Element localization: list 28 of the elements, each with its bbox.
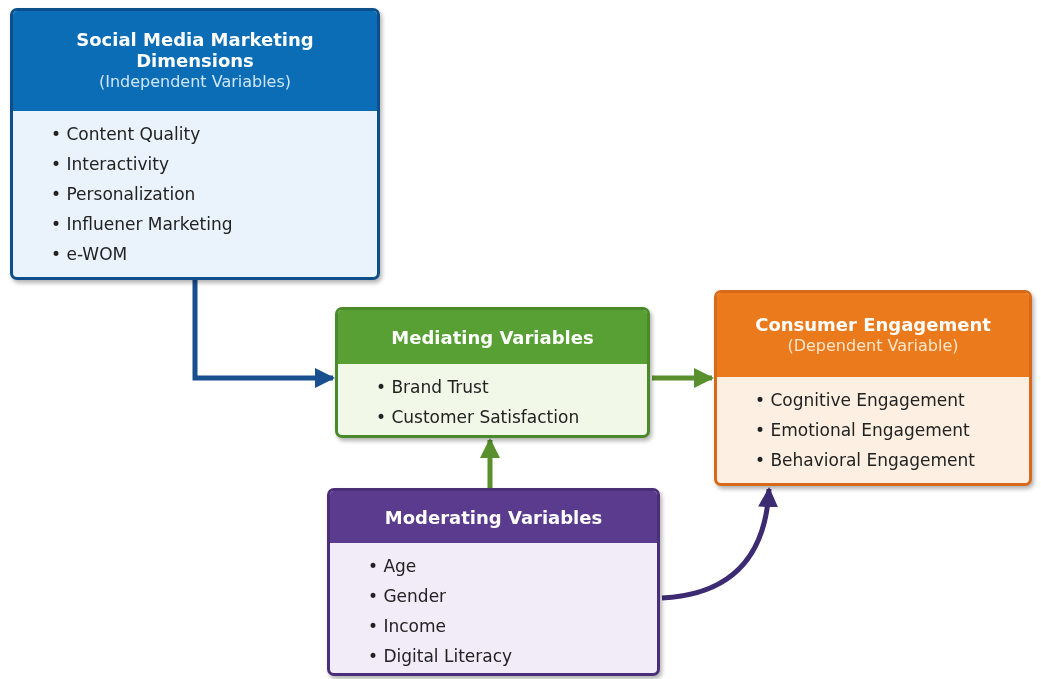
arrow [480, 438, 500, 488]
list-item: • Brand Trust [376, 376, 490, 399]
list-item: • Content Quality [51, 123, 202, 146]
list-item: • Cognitive Engagement [755, 389, 966, 412]
list-item: • Influener Marketing [51, 213, 234, 236]
heading-text: Consumer Engagement [754, 313, 992, 335]
variable-box [714, 290, 1032, 486]
list-item: • Personalization [51, 183, 197, 206]
list-item: • Behavioral Engagement [755, 449, 976, 472]
list-item: • Customer Satisfaction [376, 406, 581, 429]
arrow [661, 487, 778, 601]
heading-text: Mediating Variables [390, 326, 595, 348]
list-item: • Interactivity [51, 153, 170, 176]
variable-box [327, 488, 660, 676]
subheading-text: (Dependent Variable) [786, 335, 960, 357]
list-item: • Income [368, 615, 447, 638]
list-item: • Gender [368, 585, 448, 608]
list-item: • e-WOM [51, 243, 129, 266]
variable-box [335, 307, 650, 438]
arrow [192, 280, 335, 388]
subheading-text: (Independent Variables) [97, 71, 293, 93]
list-item: • Age [368, 555, 418, 578]
arrow [652, 368, 714, 388]
heading-text: Moderating Variables [383, 506, 604, 528]
heading-text: Social Media Marketing Dimensions [75, 29, 315, 71]
variable-box [10, 8, 380, 280]
list-item: • Emotional Engagement [755, 419, 971, 442]
list-item: • Digital Literacy [368, 645, 514, 668]
